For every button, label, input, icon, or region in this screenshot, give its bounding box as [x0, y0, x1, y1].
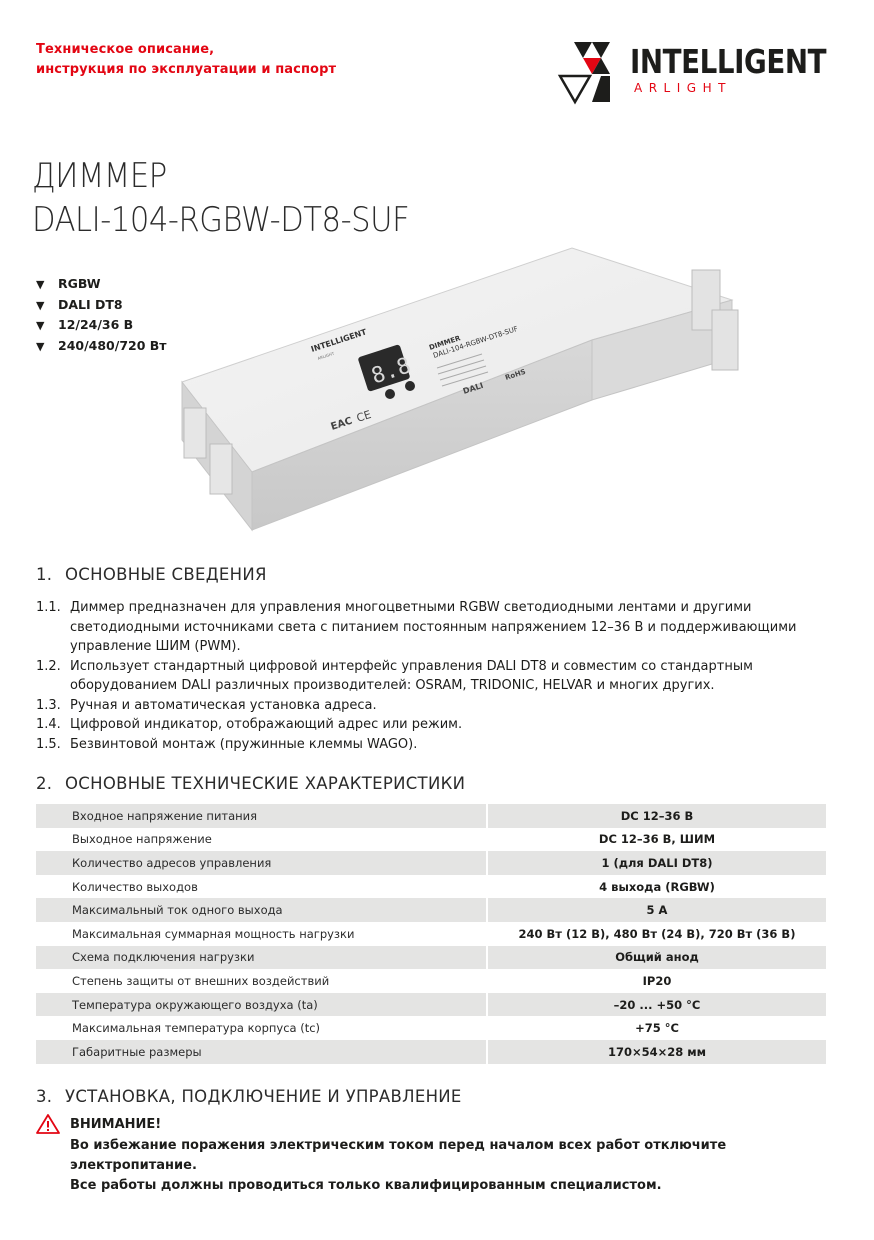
warning-icon	[36, 1114, 60, 1134]
feature-list: ▼RGBW ▼DALI DT8 ▼12/24/36 В ▼240/480/720…	[36, 274, 167, 356]
document-type-line-2: инструкция по эксплуатации и паспорт	[36, 62, 337, 77]
section-3-number: 3.	[36, 1087, 53, 1106]
list-item: 1.3.Ручная и автоматическая установка ад…	[36, 697, 377, 713]
section-1-number: 1.	[36, 565, 53, 584]
brand-subname: ARLIGHT	[634, 81, 732, 95]
feature-item: ▼RGBW	[36, 274, 167, 295]
device-brand-sub: ARLIGHT	[317, 351, 336, 361]
section-2-heading: ОСНОВНЫЕ ТЕХНИЧЕСКИЕ ХАРАКТЕРИСТИКИ	[65, 774, 466, 793]
document-type-line-1: Техническое описание,	[36, 42, 215, 57]
brand-name: INTELLIGENT	[630, 42, 827, 81]
triangle-down-icon: ▼	[36, 319, 45, 332]
section-2-number: 2.	[36, 774, 53, 793]
warning-text: Во избежание поражения электрическим ток…	[70, 1136, 850, 1196]
table-row: Максимальная температура корпуса (tc)+75…	[36, 1016, 826, 1040]
section-3-heading: УСТАНОВКА, ПОДКЛЮЧЕНИЕ И УПРАВЛЕНИЕ	[65, 1087, 462, 1106]
brand-logo: INTELLIGENT ARLIGHT	[556, 38, 836, 108]
list-item: 1.2.Использует стандартный цифровой инте…	[36, 658, 753, 694]
device-button	[385, 389, 395, 399]
section-1-items: 1.1.Диммер предназначен для управления м…	[36, 598, 836, 754]
feature-item: ▼DALI DT8	[36, 295, 167, 316]
list-item: 1.4.Цифровой индикатор, отображающий адр…	[36, 717, 463, 732]
section-3-title: 3. УСТАНОВКА, ПОДКЛЮЧЕНИЕ И УПРАВЛЕНИЕ	[36, 1087, 462, 1106]
warning-line-2: Все работы должны проводиться только ква…	[70, 1178, 662, 1193]
device-button	[405, 381, 415, 391]
warning-line-1: Во избежание поражения электрическим ток…	[70, 1138, 727, 1173]
feature-item: ▼240/480/720 Вт	[36, 336, 167, 357]
list-item: 1.5.Безвинтовой монтаж (пружинные клеммы…	[36, 736, 418, 752]
section-2-title: 2. ОСНОВНЫЕ ТЕХНИЧЕСКИЕ ХАРАКТЕРИСТИКИ	[36, 774, 465, 793]
triangle-down-icon: ▼	[36, 298, 45, 312]
product-type: ДИММЕР	[32, 156, 167, 196]
list-item: 1.1.Диммер предназначен для управления м…	[36, 600, 797, 654]
warning-block: ВНИМАНИЕ! Во избежание поражения электри…	[36, 1114, 726, 1193]
product-model: DALI-104-RGBW-DT8-SUF	[32, 200, 410, 240]
section-1-heading: ОСНОВНЫЕ СВЕДЕНИЯ	[65, 565, 267, 584]
section-1-title: 1. ОСНОВНЫЕ СВЕДЕНИЯ	[36, 565, 267, 584]
triangle-down-icon: ▼	[36, 339, 45, 353]
device-mark-ce: CE	[355, 408, 373, 425]
document-type: Техническое описание, инструкция по эксп…	[36, 40, 336, 80]
table-row: Максимальная суммарная мощность нагрузки…	[36, 921, 826, 946]
table-row: Температура окружающего воздуха (ta)–20 …	[36, 992, 826, 1017]
warning-title: ВНИМАНИЕ!	[70, 1116, 162, 1132]
feature-item: ▼12/24/36 В	[36, 315, 167, 336]
brand-logo-icon	[557, 42, 610, 105]
triangle-down-icon: ▼	[36, 278, 45, 291]
device-image: 8.8 INTELLIGENT ARLIGHT DIMMER DALI-104-…	[181, 247, 739, 532]
